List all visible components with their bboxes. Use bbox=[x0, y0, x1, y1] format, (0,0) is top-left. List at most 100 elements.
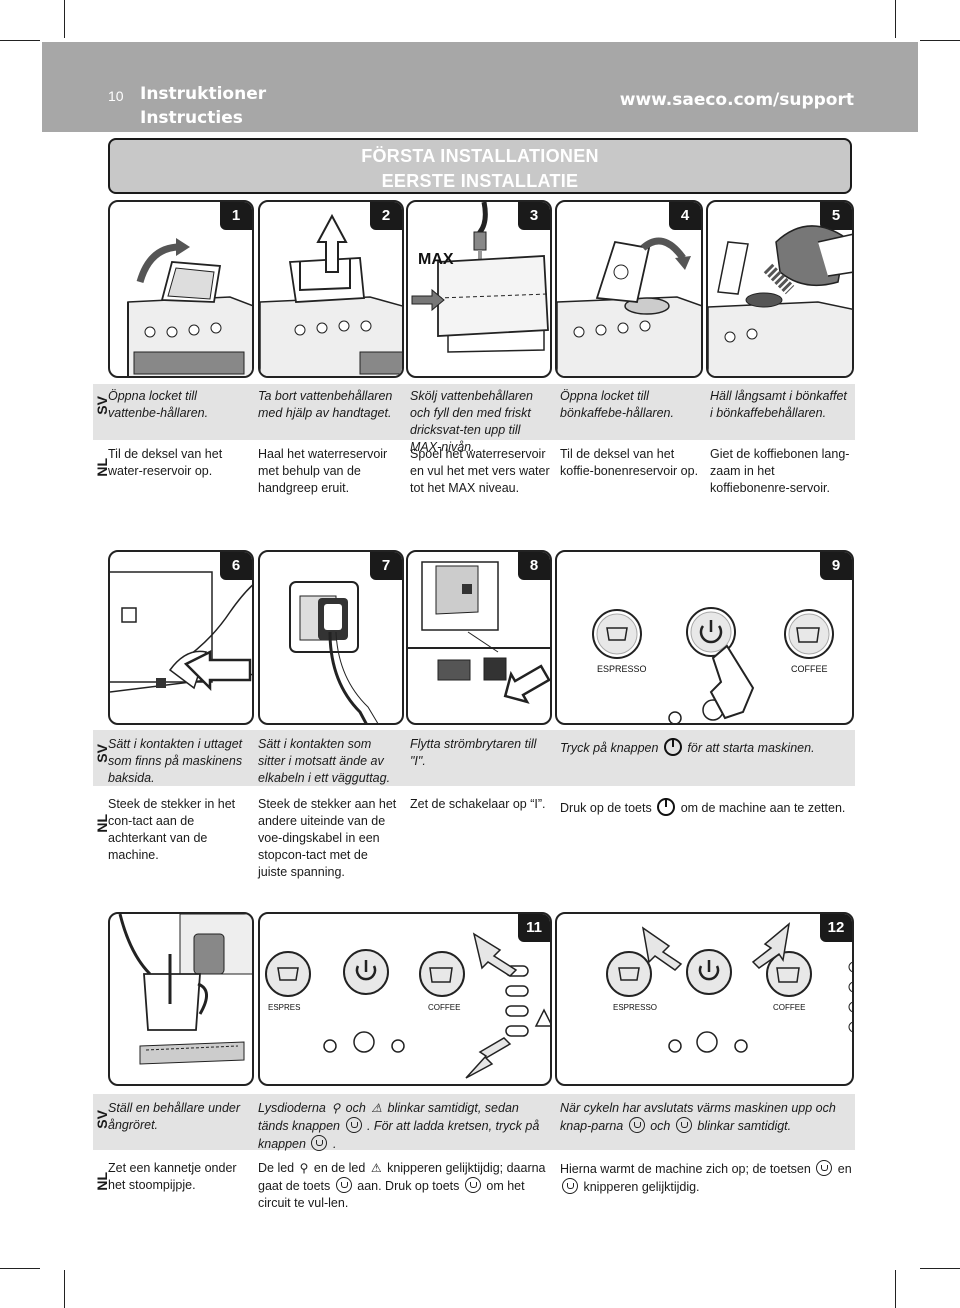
plug-machine-illustration bbox=[110, 571, 252, 693]
coffee-button-icon bbox=[675, 1117, 692, 1133]
support-url[interactable]: www.saeco.com/support bbox=[619, 90, 854, 110]
step-12-sv-b: och bbox=[650, 1119, 671, 1133]
step-11-nl-d: aan. Druk op toets bbox=[357, 1179, 460, 1193]
step-11-sv-e: . bbox=[332, 1137, 337, 1151]
step-5-sv: Häll långsamt i bönkaffet i bönkaffebehå… bbox=[710, 389, 847, 420]
step-number: 5 bbox=[820, 202, 852, 230]
step-2-sv: Ta bort vattenbehållaren med hjälp av ha… bbox=[258, 389, 393, 420]
step-7-sv: Sätt i kontakten som sitter i motsatt än… bbox=[258, 737, 391, 785]
step-panel-12: 12 ESPRESSO COFFEE bbox=[555, 912, 854, 1086]
step-10-nl: Zet een kannetje onder het stoompijpje. bbox=[108, 1161, 237, 1192]
page-header bbox=[42, 42, 918, 132]
step-number: 4 bbox=[669, 202, 701, 230]
step-panel-4: 4 bbox=[555, 200, 703, 378]
step-panel-10: 10 bbox=[108, 912, 254, 1086]
max-label: MAX bbox=[418, 251, 454, 268]
crop-mark bbox=[895, 1270, 896, 1308]
section-title-sv: FÖRSTA INSTALLATIONEN bbox=[361, 146, 599, 166]
water-tank-remove-illustration bbox=[260, 213, 402, 376]
wall-socket-illustration bbox=[289, 581, 379, 723]
step-8-sv: Flytta strömbrytaren till "I". bbox=[410, 737, 537, 768]
crop-mark bbox=[0, 1268, 40, 1269]
step-9-sv-a: Tryck på knappen bbox=[560, 741, 659, 755]
step-11-sv-c: blinkar samtidigt, sedan tänds knappen bbox=[258, 1101, 519, 1133]
step-11-sv-a: Lysdioderna bbox=[258, 1101, 326, 1115]
step-9-sv: Tryck på knappen för att starta maskinen… bbox=[560, 738, 850, 757]
step-11-sv-d: . För att ladda kretsen, tryck på knappe… bbox=[258, 1119, 540, 1151]
step-1-sv: Öppna locket till vattenbe-hållaren. bbox=[108, 389, 209, 420]
crop-mark bbox=[895, 0, 896, 38]
coffee-button-icon bbox=[345, 1117, 362, 1133]
step-number: 3 bbox=[518, 202, 550, 230]
crop-mark bbox=[0, 40, 40, 41]
header-title-nl: Instructies bbox=[140, 108, 243, 128]
espresso-button-icon bbox=[628, 1117, 645, 1133]
step-12-nl: Hierna warmt de machine zich op; de toet… bbox=[560, 1160, 852, 1196]
power-switch-illustration bbox=[408, 561, 550, 704]
power-icon bbox=[657, 798, 676, 816]
step-panel-8: 8 bbox=[406, 550, 552, 725]
header-titles: Instruktioner Instructies bbox=[140, 82, 266, 130]
sv-band bbox=[93, 1094, 855, 1150]
step-4-nl: Til de deksel van het koffie-bonenreserv… bbox=[560, 447, 699, 478]
step-11-nl-e: om het circuit te vul-len. bbox=[258, 1179, 525, 1210]
step-number: 6 bbox=[220, 552, 252, 580]
step-panel-3: 3 MAX bbox=[406, 200, 552, 378]
step-panel-2: 2 bbox=[258, 200, 404, 378]
section-title: FÖRSTA INSTALLATIONEN EERSTE INSTALLATIE bbox=[108, 138, 852, 194]
coffee-label: COFFEE bbox=[428, 1003, 460, 1012]
step-5-nl: Giet de koffiebonen lang-zaam in het kof… bbox=[710, 447, 850, 495]
step-8-nl: Zet de schakelaar op “I”. bbox=[410, 797, 546, 811]
step-11-nl-c: knipperen gelijktijdig; daarna gaat de t… bbox=[258, 1161, 546, 1193]
coffee-button-icon bbox=[562, 1178, 578, 1194]
water-lid-illustration bbox=[127, 238, 252, 376]
control-panel-illustration: ESPRESSO COFFEE bbox=[592, 607, 834, 723]
step-7-nl: Steek de stekker aan het andere uiteinde… bbox=[258, 797, 397, 879]
espresso-button-icon bbox=[816, 1160, 833, 1176]
step-panel-7: 7 bbox=[258, 550, 404, 725]
step-panel-11: 11 ESPRES COFFEE bbox=[258, 912, 552, 1086]
step-9-nl-b: om de machine aan te zetten. bbox=[680, 801, 846, 815]
sv-band bbox=[93, 384, 855, 440]
step-11-nl: De led ⚲ en de led ⚠ knipperen gelijktij… bbox=[258, 1160, 550, 1212]
step-number: 2 bbox=[370, 202, 402, 230]
step-10-sv: Ställ en behållare under ångröret. bbox=[108, 1101, 241, 1132]
control-panel-leds-illustration: ESPRES COFFEE bbox=[265, 932, 550, 1079]
no-water-led-icon: ⚲ bbox=[299, 1161, 309, 1175]
coffee-button-icon bbox=[335, 1177, 352, 1193]
steam-wand-jug-illustration bbox=[118, 914, 252, 1065]
espresso-label: ESPRESSO bbox=[613, 1003, 657, 1012]
no-water-led-icon: ⚲ bbox=[331, 1101, 341, 1115]
step-panel-9: 9 ESPRESSO COFFEE bbox=[555, 550, 854, 725]
crop-mark bbox=[920, 40, 960, 41]
coffee-label: COFFEE bbox=[791, 664, 828, 674]
step-2-nl: Haal het waterreservoir met behulp van d… bbox=[258, 447, 388, 495]
coffee-button-icon bbox=[464, 1177, 481, 1193]
pour-beans-illustration bbox=[708, 225, 852, 376]
section-title-nl: EERSTE INSTALLATIE bbox=[381, 171, 579, 191]
control-panel-warmup-illustration: ESPRESSO COFFEE bbox=[606, 922, 852, 1053]
crop-mark bbox=[64, 0, 65, 38]
step-12-nl-b: en bbox=[837, 1162, 852, 1176]
step-number: 12 bbox=[820, 914, 852, 942]
step-3-sv: Skölj vattenbehållaren och fyll den med … bbox=[410, 389, 533, 454]
step-11-nl-a: De led bbox=[258, 1161, 295, 1175]
step-11-sv-b: och bbox=[345, 1101, 366, 1115]
step-number: 1 bbox=[220, 202, 252, 230]
step-6-sv: Sätt i kontakten i uttaget som finns på … bbox=[108, 737, 243, 785]
coffee-label: COFFEE bbox=[773, 1003, 805, 1012]
sv-band bbox=[93, 730, 855, 786]
step-12-sv: När cykeln har avslutats värms maskinen … bbox=[560, 1100, 852, 1135]
step-12-sv-c: blinkar samtidigt. bbox=[697, 1119, 792, 1133]
step-number: 9 bbox=[820, 552, 852, 580]
step-9-sv-b: för att starta maskinen. bbox=[687, 741, 815, 755]
step-12-nl-a: Hierna warmt de machine zich op; de toet… bbox=[560, 1162, 811, 1176]
espres-label: ESPRES bbox=[268, 1003, 300, 1012]
crop-mark bbox=[64, 1270, 65, 1308]
power-icon bbox=[663, 738, 682, 756]
espresso-label: ESPRESSO bbox=[597, 664, 647, 674]
step-number: 11 bbox=[518, 914, 550, 942]
step-panel-6: 6 bbox=[108, 550, 254, 725]
warning-led-icon: ⚠ bbox=[371, 1101, 383, 1115]
step-panel-1: 1 bbox=[108, 200, 254, 378]
